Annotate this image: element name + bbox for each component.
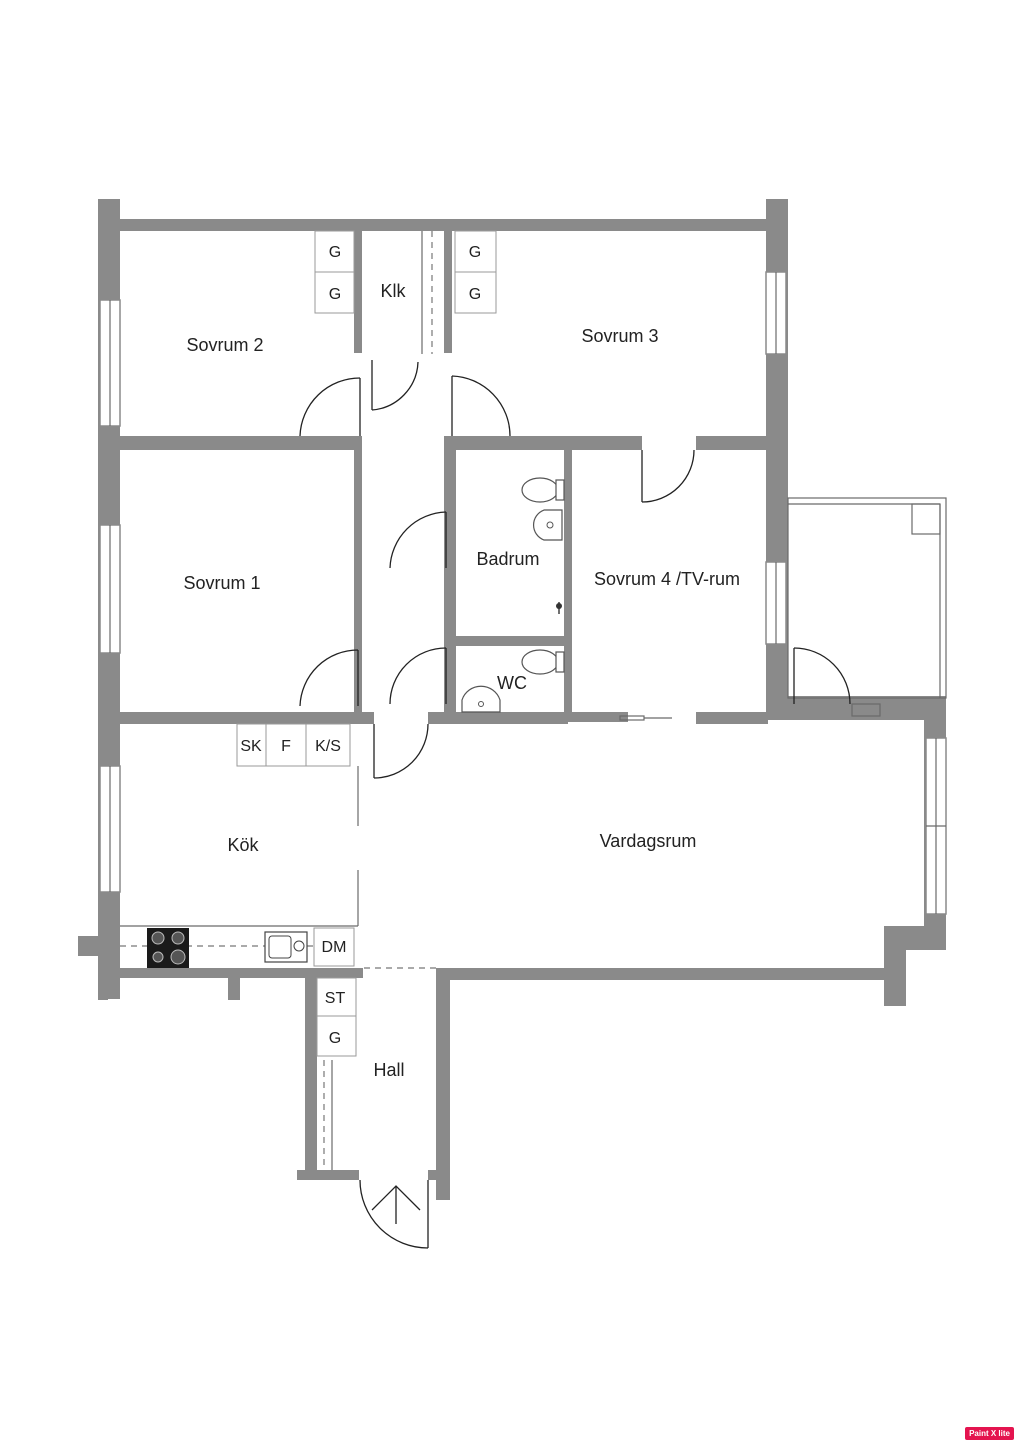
- wardrobe-sovrum2: [314, 230, 355, 314]
- wardrobe-label: G: [469, 286, 481, 303]
- room-label-wc: WC: [497, 673, 527, 693]
- room-label-sovrum3: Sovrum 3: [581, 326, 658, 346]
- dishwasher-label: DM: [322, 939, 347, 956]
- room-label-badrum: Badrum: [476, 549, 539, 569]
- wardrobe-sovrum3: [454, 230, 497, 314]
- doors: [299, 360, 851, 1249]
- room-label-sovrum4: Sovrum 4 /TV-rum: [594, 569, 740, 589]
- wardrobe-hall: [316, 977, 357, 1057]
- shower-icon: [556, 602, 562, 614]
- room-label-sovrum2: Sovrum 2: [186, 335, 263, 355]
- room-label-vardagsrum: Vardagsrum: [600, 831, 697, 851]
- wardrobe-label: G: [329, 286, 341, 303]
- balcony: [787, 497, 947, 717]
- wc-basin-icon: [461, 685, 501, 713]
- wc-toilet-icon: [521, 649, 565, 675]
- fridge-freezer-label: K/S: [315, 738, 341, 755]
- app-badge: Paint X lite: [965, 1427, 1014, 1440]
- wardrobe-label: G: [329, 244, 341, 261]
- kitchen-appliances: [236, 723, 355, 967]
- interior-walls: [120, 229, 768, 724]
- freezer-label: SK: [240, 738, 262, 755]
- wardrobe-label: G: [329, 1030, 341, 1047]
- windows: [99, 271, 947, 915]
- room-label-kok: Kök: [227, 835, 259, 855]
- wardrobe-label: G: [469, 244, 481, 261]
- room-label-hall: Hall: [373, 1060, 404, 1080]
- sink-icon: [264, 931, 308, 963]
- stove-icon: [147, 928, 189, 968]
- storage-label: ST: [325, 990, 346, 1007]
- room-label-sovrum1: Sovrum 1: [183, 573, 260, 593]
- washbasin-icon: [532, 509, 563, 541]
- fridge-label: F: [281, 738, 291, 755]
- fixture-lines: [120, 231, 436, 1170]
- toilet-icon: [521, 477, 565, 503]
- room-label-klk: Klk: [380, 281, 406, 301]
